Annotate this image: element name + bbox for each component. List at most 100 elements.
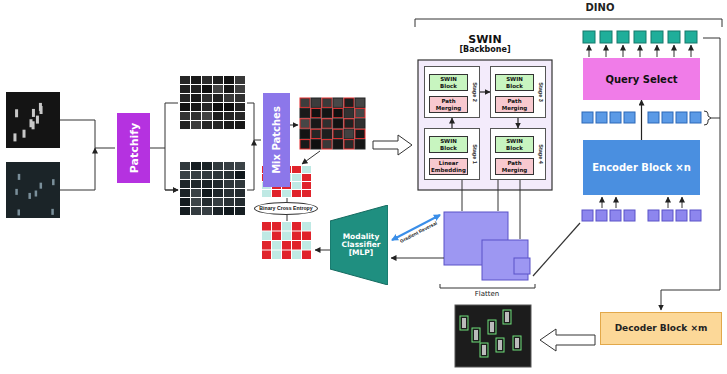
- token-rows: [582, 31, 701, 221]
- figure: [17, 209, 20, 215]
- patch: [202, 180, 212, 188]
- figure: [490, 322, 494, 332]
- stage-label: Stage 1: [471, 144, 477, 164]
- label-wire: [302, 151, 320, 164]
- stage-box: Stage 2SWIN BlockPath Merging: [424, 66, 480, 118]
- mixed-patch: [344, 119, 354, 128]
- patch: [213, 121, 223, 129]
- prediction-cell: [282, 251, 291, 260]
- encoded-token: [582, 112, 593, 123]
- mix-wire: [247, 103, 261, 190]
- input-token: [596, 210, 607, 221]
- loss-label: Binary Cross Entropy: [259, 206, 312, 212]
- patch: [213, 76, 223, 84]
- output-token: [600, 31, 612, 43]
- label-cell: [292, 182, 301, 189]
- patch-wire: [150, 103, 178, 190]
- figure: [30, 119, 33, 127]
- patch: [202, 121, 212, 129]
- figure: [52, 179, 55, 185]
- label-cell: [272, 190, 281, 197]
- mixed-patch: [333, 98, 343, 107]
- patch: [213, 103, 223, 111]
- label-cell: [292, 166, 301, 173]
- prediction-cell: [302, 241, 311, 250]
- encoder-box: Encoder Block ×n: [583, 140, 700, 195]
- figure: [15, 189, 17, 195]
- prediction-cell: [282, 222, 291, 231]
- detection-box: [488, 320, 496, 334]
- patch: [191, 180, 201, 188]
- label-cell: [302, 174, 311, 181]
- mix-wire: [290, 125, 298, 126]
- patch: [224, 112, 234, 120]
- mixed-patch: [344, 140, 354, 149]
- prediction-cell: [282, 241, 291, 250]
- patch: [191, 198, 201, 206]
- section-title: DINO: [560, 3, 640, 13]
- patch: [235, 76, 245, 84]
- prediction-cell: [302, 232, 311, 241]
- patch: [235, 171, 245, 179]
- prediction-cell: [282, 232, 291, 241]
- patch: [224, 171, 234, 179]
- patch: [180, 112, 190, 120]
- patch: [235, 207, 245, 215]
- backbone-panel: SWIN[Backbone]Stage 1SWIN BlockLinear Em…: [418, 34, 552, 190]
- patch: [180, 198, 190, 206]
- box-label: Encoder Block ×n: [592, 162, 691, 173]
- patch: [213, 85, 223, 93]
- mixed-patch: [300, 98, 310, 107]
- label-cell: [302, 190, 311, 197]
- connector-arrow: [641, 100, 642, 140]
- merging-block: Path Merging: [495, 96, 534, 113]
- figure: [498, 340, 502, 350]
- figure: [482, 345, 486, 355]
- embedding-block: Linear Embedding: [429, 158, 468, 175]
- patch: [224, 162, 234, 170]
- block-label: SWIN Block: [497, 76, 532, 88]
- mixed-patch: [344, 98, 354, 107]
- patch: [202, 76, 212, 84]
- patch: [224, 121, 234, 129]
- patch: [180, 162, 190, 170]
- patch-wire: [165, 190, 178, 191]
- token-arrow: [640, 45, 641, 57]
- patch: [191, 103, 201, 111]
- output-token: [634, 31, 646, 43]
- mixed-patch: [311, 119, 321, 128]
- prediction-cell: [262, 232, 271, 241]
- patch: [224, 189, 234, 197]
- rgb-image: [6, 162, 60, 218]
- classifier-wire: [391, 258, 444, 259]
- prediction-wire: [315, 250, 330, 251]
- mixed-patch: [333, 129, 343, 138]
- patch: [224, 180, 234, 188]
- input-wire: [60, 120, 115, 190]
- mixed-patch: [322, 119, 332, 128]
- patch: [224, 94, 234, 102]
- patch: [180, 76, 190, 84]
- stage-label: Stage 2: [471, 82, 477, 102]
- vertical-label: Mix Patches: [272, 106, 282, 174]
- patch: [191, 112, 201, 120]
- patch: [235, 85, 245, 93]
- label-cell: [292, 174, 301, 181]
- box-label: Decoder Block ×m: [615, 324, 708, 334]
- patch: [213, 112, 223, 120]
- swin-block: SWIN Block: [495, 74, 534, 91]
- patch: [213, 198, 223, 206]
- patch: [235, 112, 245, 120]
- mixed-patch: [300, 119, 310, 128]
- token-arrow: [589, 45, 590, 57]
- detection-box: [480, 343, 488, 357]
- panel-subheading: [Backbone]: [459, 46, 510, 55]
- figure: [15, 109, 18, 117]
- input-token: [610, 210, 621, 221]
- output-token: [668, 31, 680, 43]
- figure: [505, 312, 509, 322]
- connector-arrow: [517, 118, 518, 128]
- patch: [191, 121, 201, 129]
- stage-box: Stage 4SWIN BlockPath Merging: [490, 128, 546, 180]
